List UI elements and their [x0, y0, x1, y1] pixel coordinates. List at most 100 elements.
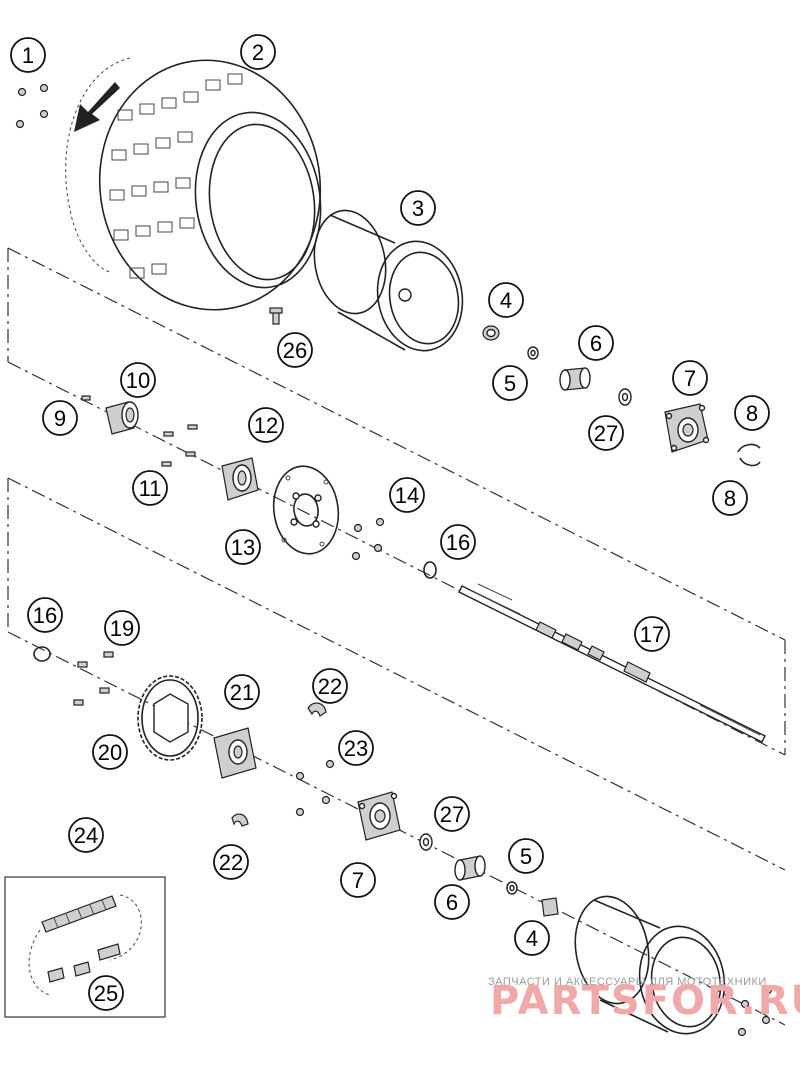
callout-c12: 12	[248, 407, 284, 443]
callout-c9: 9	[42, 400, 78, 436]
wheel-nuts-rear	[737, 985, 773, 1037]
callout-c20: 20	[92, 734, 128, 770]
bearing-carrier-upper	[664, 403, 710, 453]
callout-circle	[440, 524, 476, 560]
watermark-tagline: ЗАПЧАСТИ И АКСЕССУАРЫ ДЛЯ МОТОТЕХНИКИ	[488, 976, 767, 988]
callout-c21: 21	[224, 674, 260, 710]
callout-number: 25	[94, 981, 118, 1006]
callout-c3: 3	[400, 190, 436, 226]
hub-bearing-housing	[105, 401, 139, 435]
sprocket-carrier	[213, 727, 257, 779]
callout-circle	[10, 37, 46, 73]
callout-c6a: 6	[578, 325, 614, 361]
bolt-9	[81, 395, 91, 401]
callout-number: 23	[344, 736, 368, 761]
callout-number: 10	[126, 368, 150, 393]
callout-c4b: 4	[514, 920, 550, 956]
callout-number: 5	[504, 371, 516, 396]
circlips	[737, 443, 761, 467]
callout-c23: 23	[338, 730, 374, 766]
callout-number: 3	[412, 196, 424, 221]
callout-c25: 25	[88, 975, 124, 1011]
callout-c27a: 27	[588, 415, 624, 451]
callout-circle	[340, 862, 376, 898]
callout-circle	[88, 975, 124, 1011]
valve-screw	[269, 307, 283, 325]
callout-c22a: 22	[312, 668, 348, 704]
chain-link-25	[47, 961, 91, 983]
callout-number: 16	[446, 530, 470, 555]
callout-circle	[68, 817, 104, 853]
callout-circle	[514, 920, 550, 956]
callout-circle	[92, 734, 128, 770]
watermark-brand: PARTSFOR.RU	[490, 978, 800, 1024]
nuts-23	[295, 759, 335, 817]
callout-number: 14	[395, 483, 419, 508]
callout-number: 12	[254, 413, 278, 438]
callout-number: 5	[520, 844, 532, 869]
rear-sprocket	[137, 675, 203, 761]
callout-number: 20	[98, 740, 122, 765]
assembly-frame-upper	[7, 247, 786, 756]
callout-circle	[42, 400, 78, 436]
tire	[65, 57, 322, 311]
callout-number: 24	[74, 823, 98, 848]
callout-circle	[712, 480, 748, 516]
callout-circle	[213, 844, 249, 880]
rim-front	[313, 209, 464, 352]
callout-number: 7	[684, 366, 696, 391]
callout-c8b: 8	[712, 480, 748, 516]
washer-rear	[506, 881, 518, 895]
callout-c13: 13	[225, 529, 261, 565]
callout-number: 1	[22, 43, 34, 68]
half-clip-22-lower	[231, 813, 249, 827]
callout-c7b: 7	[340, 862, 376, 898]
callout-number: 27	[594, 421, 618, 446]
callout-circle	[120, 362, 156, 398]
callout-number: 21	[230, 680, 254, 705]
axle-nut-rear	[541, 897, 559, 917]
callout-number: 19	[110, 616, 134, 641]
callout-number: 26	[283, 338, 307, 363]
callout-number: 4	[500, 288, 512, 313]
callout-circle	[578, 325, 614, 361]
callout-number: 2	[252, 40, 264, 65]
wheel-nuts-front	[15, 83, 49, 129]
callout-number: 7	[352, 868, 364, 893]
spacer-sleeve-rear	[454, 855, 486, 881]
callout-c8a: 8	[734, 395, 770, 431]
callout-circle	[240, 34, 276, 70]
o-ring-16-upper	[423, 561, 437, 579]
callout-number: 22	[318, 674, 342, 699]
callout-circle	[224, 674, 260, 710]
callout-number: 6	[446, 890, 458, 915]
rim-rear	[574, 895, 726, 1035]
callout-circle	[338, 730, 374, 766]
spacer-sleeve-front	[559, 367, 591, 391]
callout-circle	[588, 415, 624, 451]
callout-circle	[400, 190, 436, 226]
callout-circle	[492, 365, 528, 401]
callout-c1: 1	[10, 37, 46, 73]
brake-disc	[272, 465, 340, 555]
callout-circle	[634, 616, 670, 652]
callout-circle	[277, 332, 313, 368]
callout-number: 22	[219, 850, 243, 875]
callout-c10: 10	[120, 362, 156, 398]
callout-circle	[248, 407, 284, 443]
callout-number: 4	[526, 926, 538, 951]
bolts-19	[73, 651, 114, 706]
callout-circle	[672, 360, 708, 396]
callout-number: 16	[33, 603, 57, 628]
callout-circle	[132, 470, 168, 506]
callout-number: 13	[231, 535, 255, 560]
callout-c2: 2	[240, 34, 276, 70]
washer-27-lower	[419, 833, 433, 851]
callout-circle	[434, 796, 470, 832]
callout-c22b: 22	[213, 844, 249, 880]
callout-circle	[434, 884, 470, 920]
callout-circle	[27, 597, 63, 633]
callout-number: 9	[54, 406, 66, 431]
callout-c7a: 7	[672, 360, 708, 396]
